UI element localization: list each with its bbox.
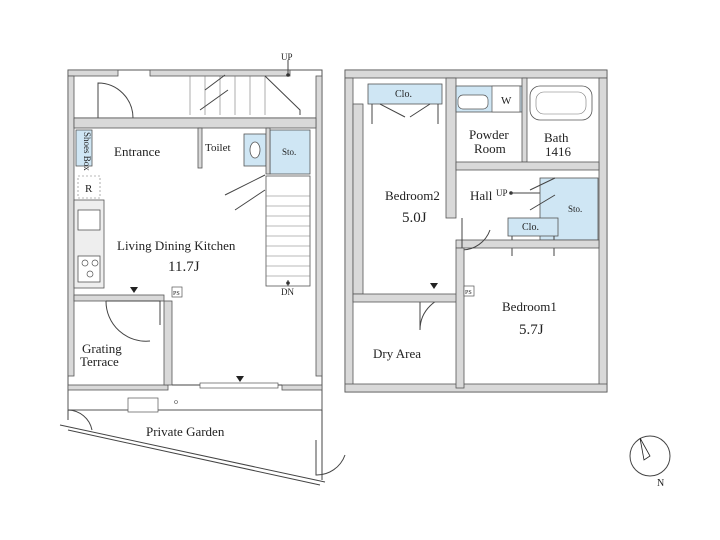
bedroom1-left-wall <box>455 247 465 389</box>
garden-gate-right[interactable] <box>315 440 346 476</box>
bath-label: Bath <box>544 130 569 145</box>
ps-box-1 <box>171 286 183 298</box>
ldk-label: Living Dining Kitchen <box>117 238 236 253</box>
shoes-box-label: Shoes Box <box>82 132 92 171</box>
powder-room-label-2: Room <box>474 141 506 156</box>
bedroom2-right-wall <box>445 77 457 219</box>
bedroom2-left-wall <box>352 103 364 295</box>
dry-area-label: Dry Area <box>373 346 421 361</box>
floor1-left-wall <box>67 75 75 377</box>
refrigerator-label: R <box>85 183 93 195</box>
garden-gate-left[interactable] <box>67 409 93 431</box>
entrance-label: Entrance <box>114 144 160 159</box>
garden-step <box>127 397 159 413</box>
bath-bottom-wall <box>455 161 600 171</box>
window-marker-2 <box>236 376 244 382</box>
floor2-right-wall <box>598 77 608 393</box>
dn-label: DN <box>281 287 294 297</box>
ldk-lower-wall <box>73 294 165 302</box>
closet-2 <box>507 217 559 237</box>
ldk-side-wall <box>163 300 173 386</box>
powder-room-label: Powder <box>469 127 509 142</box>
grating-label: Grating <box>82 341 122 356</box>
storage-wall <box>265 127 271 175</box>
floor1-bottom-wall-2 <box>281 384 323 391</box>
entrance-door[interactable] <box>97 82 134 119</box>
toilet-icon <box>249 141 261 159</box>
toilet-label: Toilet <box>205 142 231 154</box>
exterior-stair <box>189 60 301 115</box>
window-marker-3 <box>430 283 438 289</box>
toilet-wall <box>197 127 203 169</box>
north-label: N <box>657 478 664 489</box>
bathtub <box>529 85 593 121</box>
stove-icon <box>77 255 101 283</box>
floor2-top-wall <box>344 69 608 79</box>
washer-box <box>491 85 521 113</box>
bedroom1-size: 5.7J <box>519 322 544 338</box>
storage-1-label: Sto. <box>282 147 296 157</box>
washbasin-icon <box>457 94 489 110</box>
ps-label-1: PS <box>173 291 180 297</box>
closet-1 <box>367 83 443 105</box>
bedroom2-label: Bedroom2 <box>385 188 440 203</box>
floor1-top-wall-2 <box>149 69 291 77</box>
bedroom2-bottom-wall <box>352 293 464 303</box>
storage-2-label: Sto. <box>568 204 582 214</box>
north-arrow-icon <box>629 435 671 477</box>
floor1-top-wall <box>67 69 119 77</box>
ldk-bottom-window <box>199 382 279 389</box>
private-garden-label: Private Garden <box>146 424 225 439</box>
entrance-wall <box>73 117 317 129</box>
ldk-size: 11.7J <box>168 259 200 275</box>
ps-box-2 <box>463 285 475 297</box>
hall-up-label: UP <box>496 188 508 198</box>
floor-2: Clo. W Powder Room Bath 1416 Bedroom2 5.… <box>344 69 608 393</box>
refrigerator <box>77 175 101 199</box>
bedroom2-size: 5.0J <box>402 210 427 226</box>
floor1-bottom-wall <box>67 384 169 391</box>
sink-icon <box>77 209 101 231</box>
internal-stair <box>224 174 311 287</box>
floor2-bottom-wall <box>344 383 608 393</box>
terrace-door[interactable] <box>105 300 161 342</box>
bedroom1-label: Bedroom1 <box>502 299 557 314</box>
ps-label-2: PS <box>465 290 472 296</box>
closet-2-label: Clo. <box>522 222 539 233</box>
closet-bottom-wall <box>455 239 600 249</box>
floor-1: UP Shoes Box Entrance Toilet Sto. DN R <box>59 52 346 486</box>
floor2-left-wall <box>344 77 354 393</box>
shoes-box <box>75 129 93 167</box>
bath-size-label: 1416 <box>545 144 572 159</box>
closet-1-label: Clo. <box>395 89 412 100</box>
garden-boundary <box>59 424 326 483</box>
floor1-right-wall <box>315 75 323 377</box>
up-label-1: UP <box>281 52 293 62</box>
window-marker-1 <box>130 287 138 293</box>
washer-label: W <box>501 95 512 107</box>
hall-label: Hall <box>470 188 493 203</box>
bath-wall <box>521 77 528 163</box>
terrace-label: Terrace <box>80 354 119 369</box>
